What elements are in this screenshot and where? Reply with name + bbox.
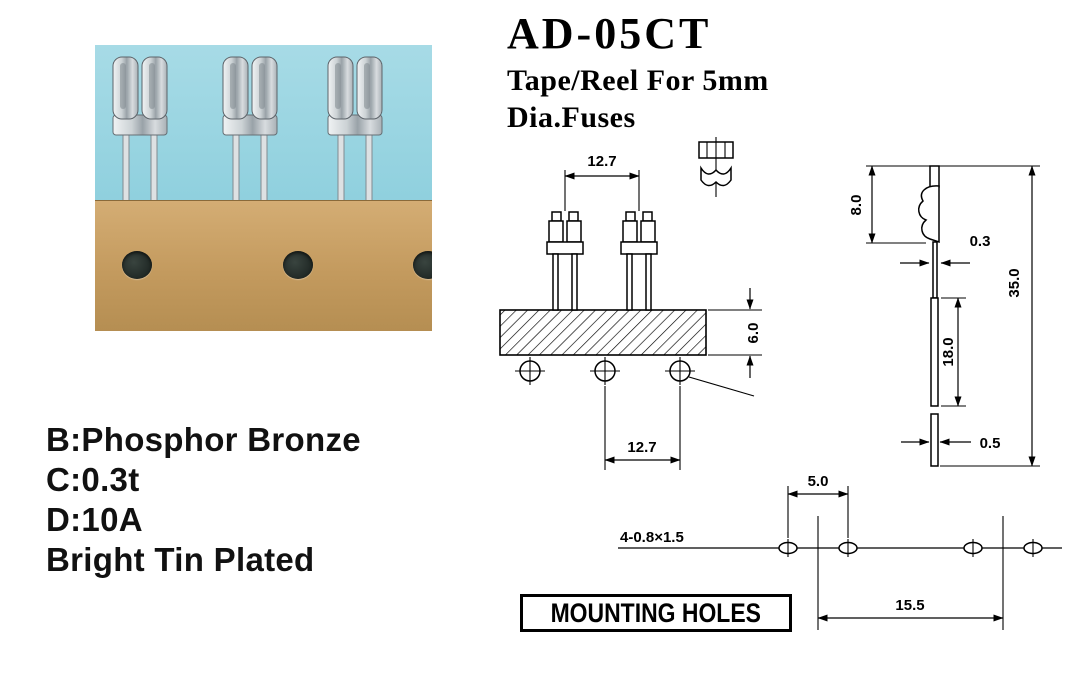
dim-overall-height: 35.0 (1006, 165, 1036, 467)
dim-leg-width: 0.5 (901, 435, 1000, 452)
spec-rating: D:10A (46, 501, 143, 538)
clip-front-view (620, 170, 658, 311)
tape-hole (122, 251, 152, 279)
cardboard-tape (95, 200, 432, 331)
dim-label-hole-pitch: 5.0 (808, 473, 829, 490)
fuse-clip (112, 56, 168, 220)
spec-material: B:Phosphor Bronze (46, 421, 361, 458)
dim-label-clip-pitch-top: 12.7 (587, 153, 616, 170)
mounting-holes-label: MOUNTING HOLES (550, 597, 762, 628)
dim-label-sprocket-pitch: 12.7 (627, 439, 656, 456)
dim-clip-pitch-top: 12.7 (564, 153, 640, 180)
dim-material-thickness: 0.3 (900, 233, 991, 267)
clip-top-view (698, 137, 734, 197)
carrier-tape-section (499, 309, 707, 356)
dim-label-hole-span: 15.5 (895, 597, 924, 614)
clip-front-view (546, 170, 584, 311)
hole-spec-label: 4-0.8×1.5 (620, 529, 684, 546)
dim-label-overall-height: 35.0 (1006, 268, 1023, 297)
dim-clip-height: 8.0 (848, 165, 926, 244)
tape-hole (413, 251, 432, 279)
subtitle-line-1: Tape/Reel For 5mm (507, 64, 769, 97)
dim-sprocket-pitch: 12.7 (604, 386, 681, 470)
fuse-clip (222, 56, 278, 220)
subtitle-line-2: Dia.Fuses (507, 101, 636, 134)
mounting-holes-label-box: MOUNTING HOLES (520, 594, 792, 632)
clip-side-profile (918, 165, 940, 467)
dim-hole-span: 15.5 (817, 516, 1004, 630)
side-view: 8.0 0.3 18.0 0.5 (848, 165, 1040, 467)
spec-list: B:Phosphor Bronze C:0.3t D:10A Bright Ti… (46, 420, 361, 580)
mounting-hole (963, 539, 983, 557)
dim-label-clip-height: 8.0 (848, 195, 865, 216)
dim-label-leg-length: 18.0 (940, 337, 957, 366)
front-view: 12.7 6.0 (499, 153, 762, 470)
dim-label-material-thickness: 0.3 (970, 233, 991, 250)
spec-plating: Bright Tin Plated (46, 541, 315, 578)
title-block: AD-05CT Tape/Reel For 5mm Dia.Fuses (507, 10, 769, 136)
dim-leg-length: 18.0 (940, 297, 966, 407)
mounting-hole (1023, 539, 1043, 557)
dim-hole-pitch: 5.0 (787, 473, 849, 538)
tape-hole (283, 251, 313, 279)
mounting-holes-view: 4-0.8×1.5 5.0 (618, 473, 1062, 630)
photo-clips (112, 56, 383, 220)
product-photo (95, 45, 432, 331)
mounting-hole (778, 539, 798, 557)
dim-label-tape-width: 6.0 (745, 323, 762, 344)
spec-thickness: C:0.3t (46, 461, 140, 498)
dim-tape-width: 6.0 (708, 288, 762, 378)
fuse-clip (327, 56, 383, 220)
sprocket-holes (515, 357, 755, 397)
page-title: AD-05CT (507, 9, 712, 58)
mounting-hole (838, 539, 858, 557)
dim-label-leg-width: 0.5 (980, 435, 1001, 452)
